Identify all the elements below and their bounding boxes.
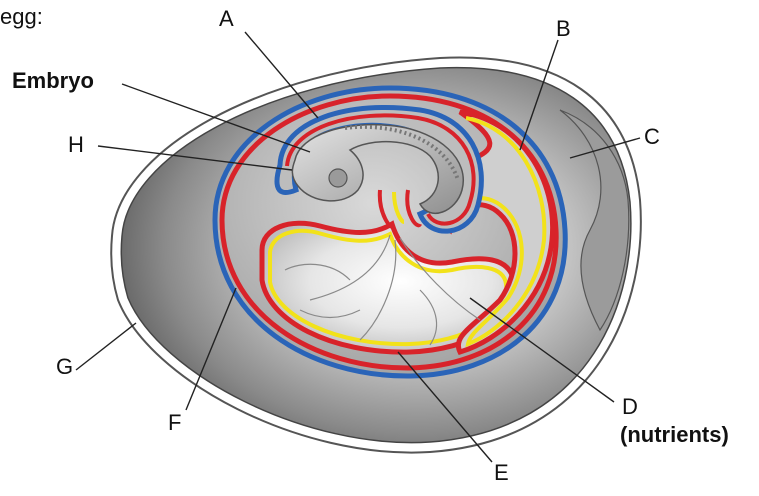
label-D: D: [622, 396, 638, 418]
label-D-nutrients: (nutrients): [620, 424, 729, 446]
label-C: C: [644, 126, 660, 148]
label-A: A: [219, 8, 234, 30]
label-E: E: [494, 462, 509, 484]
leader-G: [76, 323, 136, 370]
label-G: G: [56, 356, 73, 378]
embryo-eye: [329, 169, 347, 187]
header-text: egg:: [0, 6, 43, 28]
label-B: B: [556, 18, 571, 40]
label-F: F: [168, 412, 181, 434]
label-embryo: Embryo: [12, 70, 94, 92]
label-H: H: [68, 134, 84, 156]
